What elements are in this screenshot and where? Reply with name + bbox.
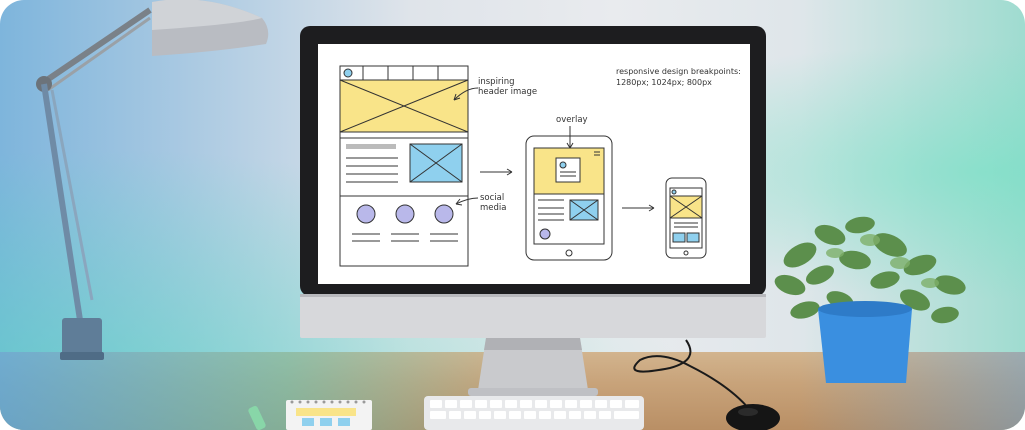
plant-icon (774, 216, 966, 383)
annotation-header-line2: header image (478, 87, 537, 97)
annotation-header-line1: inspiring (478, 77, 515, 87)
notebook-icon (248, 400, 372, 430)
annotation-social-line2: media (480, 203, 506, 213)
annotation-overlay: overlay (556, 115, 588, 125)
monitor-screen: inspiring header image social media over… (318, 44, 750, 284)
desk-lamp-icon (36, 0, 269, 360)
breakpoints-line2: 1280px; 1024px; 800px (616, 78, 712, 87)
annotation-social-line1: social (480, 193, 504, 203)
phone-wireframe (665, 177, 707, 259)
mouse-cable (633, 339, 751, 411)
keyboard-icon (424, 396, 644, 430)
mouse-icon (726, 404, 780, 430)
desktop-wireframe (339, 65, 469, 267)
tablet-wireframe (525, 135, 613, 261)
breakpoints-line1: responsive design breakpoints: (616, 67, 741, 76)
